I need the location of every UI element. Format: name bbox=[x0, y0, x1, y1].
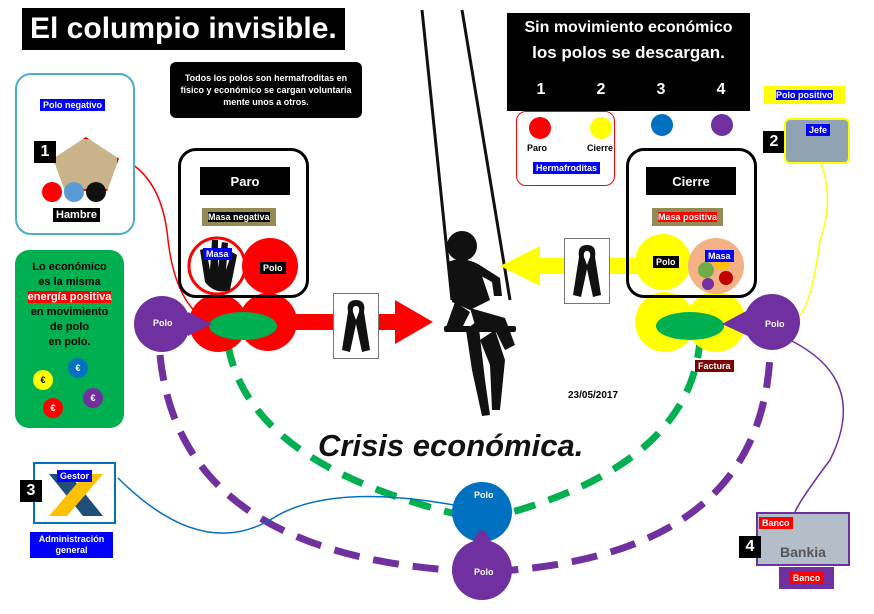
page-title: El columpio invisible. bbox=[22, 8, 345, 50]
pole-dot-blue bbox=[651, 114, 673, 136]
pole-dot-purple bbox=[711, 114, 733, 136]
x-logo-icon bbox=[49, 474, 103, 516]
pole-number-2: 2 bbox=[590, 79, 612, 101]
top-info-box: Sin movimiento económico los polos se de… bbox=[507, 13, 750, 111]
energy-box: Lo económico es la misma energía positiv… bbox=[15, 250, 124, 428]
pole-number-4: 4 bbox=[710, 79, 732, 101]
hermafroditas-paro: Paro bbox=[527, 143, 548, 153]
bottom-blue-polo bbox=[452, 482, 512, 542]
sad-face-black-icon bbox=[86, 182, 106, 202]
hermafroditas-caption: Hermafroditas bbox=[533, 162, 601, 174]
polo-positivo-number: 2 bbox=[763, 131, 785, 153]
polo-negativo-label: Polo negativo bbox=[40, 99, 106, 111]
factura-label: Factura bbox=[695, 360, 734, 372]
bankia-sign: Bankia bbox=[780, 544, 826, 560]
energy-text: Lo económico es la misma energía positiv… bbox=[27, 261, 112, 348]
masa-positiva-label: Masa positiva bbox=[652, 208, 724, 226]
left-masa-label: Masa bbox=[203, 248, 232, 260]
intro-note: Todos los polos son hermafroditas en fís… bbox=[170, 62, 362, 118]
banco-caption-box: Banco bbox=[779, 567, 834, 589]
connector-banco bbox=[789, 339, 845, 513]
hand-icon bbox=[200, 240, 237, 292]
pole-dot-yellow bbox=[590, 117, 612, 139]
paro-panel bbox=[178, 148, 309, 298]
right-polo-node-label: Polo bbox=[765, 319, 785, 329]
house-image bbox=[53, 137, 119, 191]
euro-coin-purple-icon: € bbox=[83, 388, 103, 408]
euro-coin-red-icon: € bbox=[43, 398, 63, 418]
gestor-label: Gestor bbox=[57, 470, 93, 482]
right-green-ellipse bbox=[656, 312, 724, 340]
energy-highlight: energía positiva bbox=[27, 291, 112, 303]
connector-gestor bbox=[117, 477, 471, 534]
polo-negativo-number: 1 bbox=[34, 141, 56, 163]
banco-label: Banco bbox=[759, 517, 793, 529]
right-polo-label: Polo bbox=[653, 256, 679, 268]
connector-jefe bbox=[789, 159, 829, 323]
right-masa-label: Masa bbox=[705, 250, 734, 262]
top-line-1: Sin movimiento económico bbox=[524, 19, 733, 36]
banco-number: 4 bbox=[739, 536, 761, 558]
left-purple-polo bbox=[134, 296, 190, 352]
mourning-ribbon-left-icon bbox=[333, 293, 379, 359]
hambre-caption: Hambre bbox=[53, 208, 100, 222]
gestor-caption: Administración general bbox=[30, 532, 113, 558]
mourning-ribbon-right-icon bbox=[564, 238, 610, 304]
gestor-logo: Gestor bbox=[33, 462, 116, 524]
bottom-purple-polo-label: Polo bbox=[474, 567, 494, 577]
paro-title: Paro bbox=[200, 167, 290, 195]
cierre-title: Cierre bbox=[646, 167, 736, 195]
hermafroditas-cierre: Cierre bbox=[587, 143, 614, 153]
pole-number-3: 3 bbox=[650, 79, 672, 101]
left-polo-label: Polo bbox=[260, 262, 286, 274]
polo-negativo-card: Polo negativo 1 Hambre bbox=[15, 73, 135, 235]
gestor-number: 3 bbox=[20, 480, 42, 502]
left-green-ellipse bbox=[209, 312, 277, 340]
hermafroditas-box: Paro Cierre Hermafroditas bbox=[516, 111, 615, 186]
crisis-caption: Crisis económica. bbox=[318, 428, 584, 463]
child-silhouette bbox=[444, 231, 516, 416]
jefe-building-image: Jefe bbox=[784, 118, 850, 164]
jefe-label: Jefe bbox=[806, 124, 831, 136]
top-line-2: los polos se descargan. bbox=[532, 43, 725, 62]
swing-rope-right bbox=[460, 9, 512, 301]
cierre-panel bbox=[626, 148, 757, 298]
euro-coin-yellow-icon: € bbox=[33, 370, 53, 390]
swing-rope-left bbox=[420, 9, 454, 301]
pole-dot-red bbox=[529, 117, 551, 139]
sad-face-red-icon bbox=[42, 182, 62, 202]
pole-number-1: 1 bbox=[530, 79, 552, 101]
banco-caption: Banco bbox=[789, 572, 824, 584]
left-polo-node-label: Polo bbox=[153, 318, 173, 328]
masa-negativa-label: Masa negativa bbox=[202, 208, 276, 226]
bottom-purple-polo bbox=[452, 540, 512, 600]
banco-building-image: Banco Bankia bbox=[756, 512, 850, 566]
right-purple-polo bbox=[744, 294, 800, 350]
bottom-blue-polo-label: Polo bbox=[474, 490, 494, 500]
euro-coin-blue-icon: € bbox=[68, 358, 88, 378]
sad-face-blue-icon bbox=[64, 182, 84, 202]
polo-positivo-label: Polo positivo bbox=[764, 86, 845, 104]
date-label: 23/05/2017 bbox=[568, 390, 619, 401]
